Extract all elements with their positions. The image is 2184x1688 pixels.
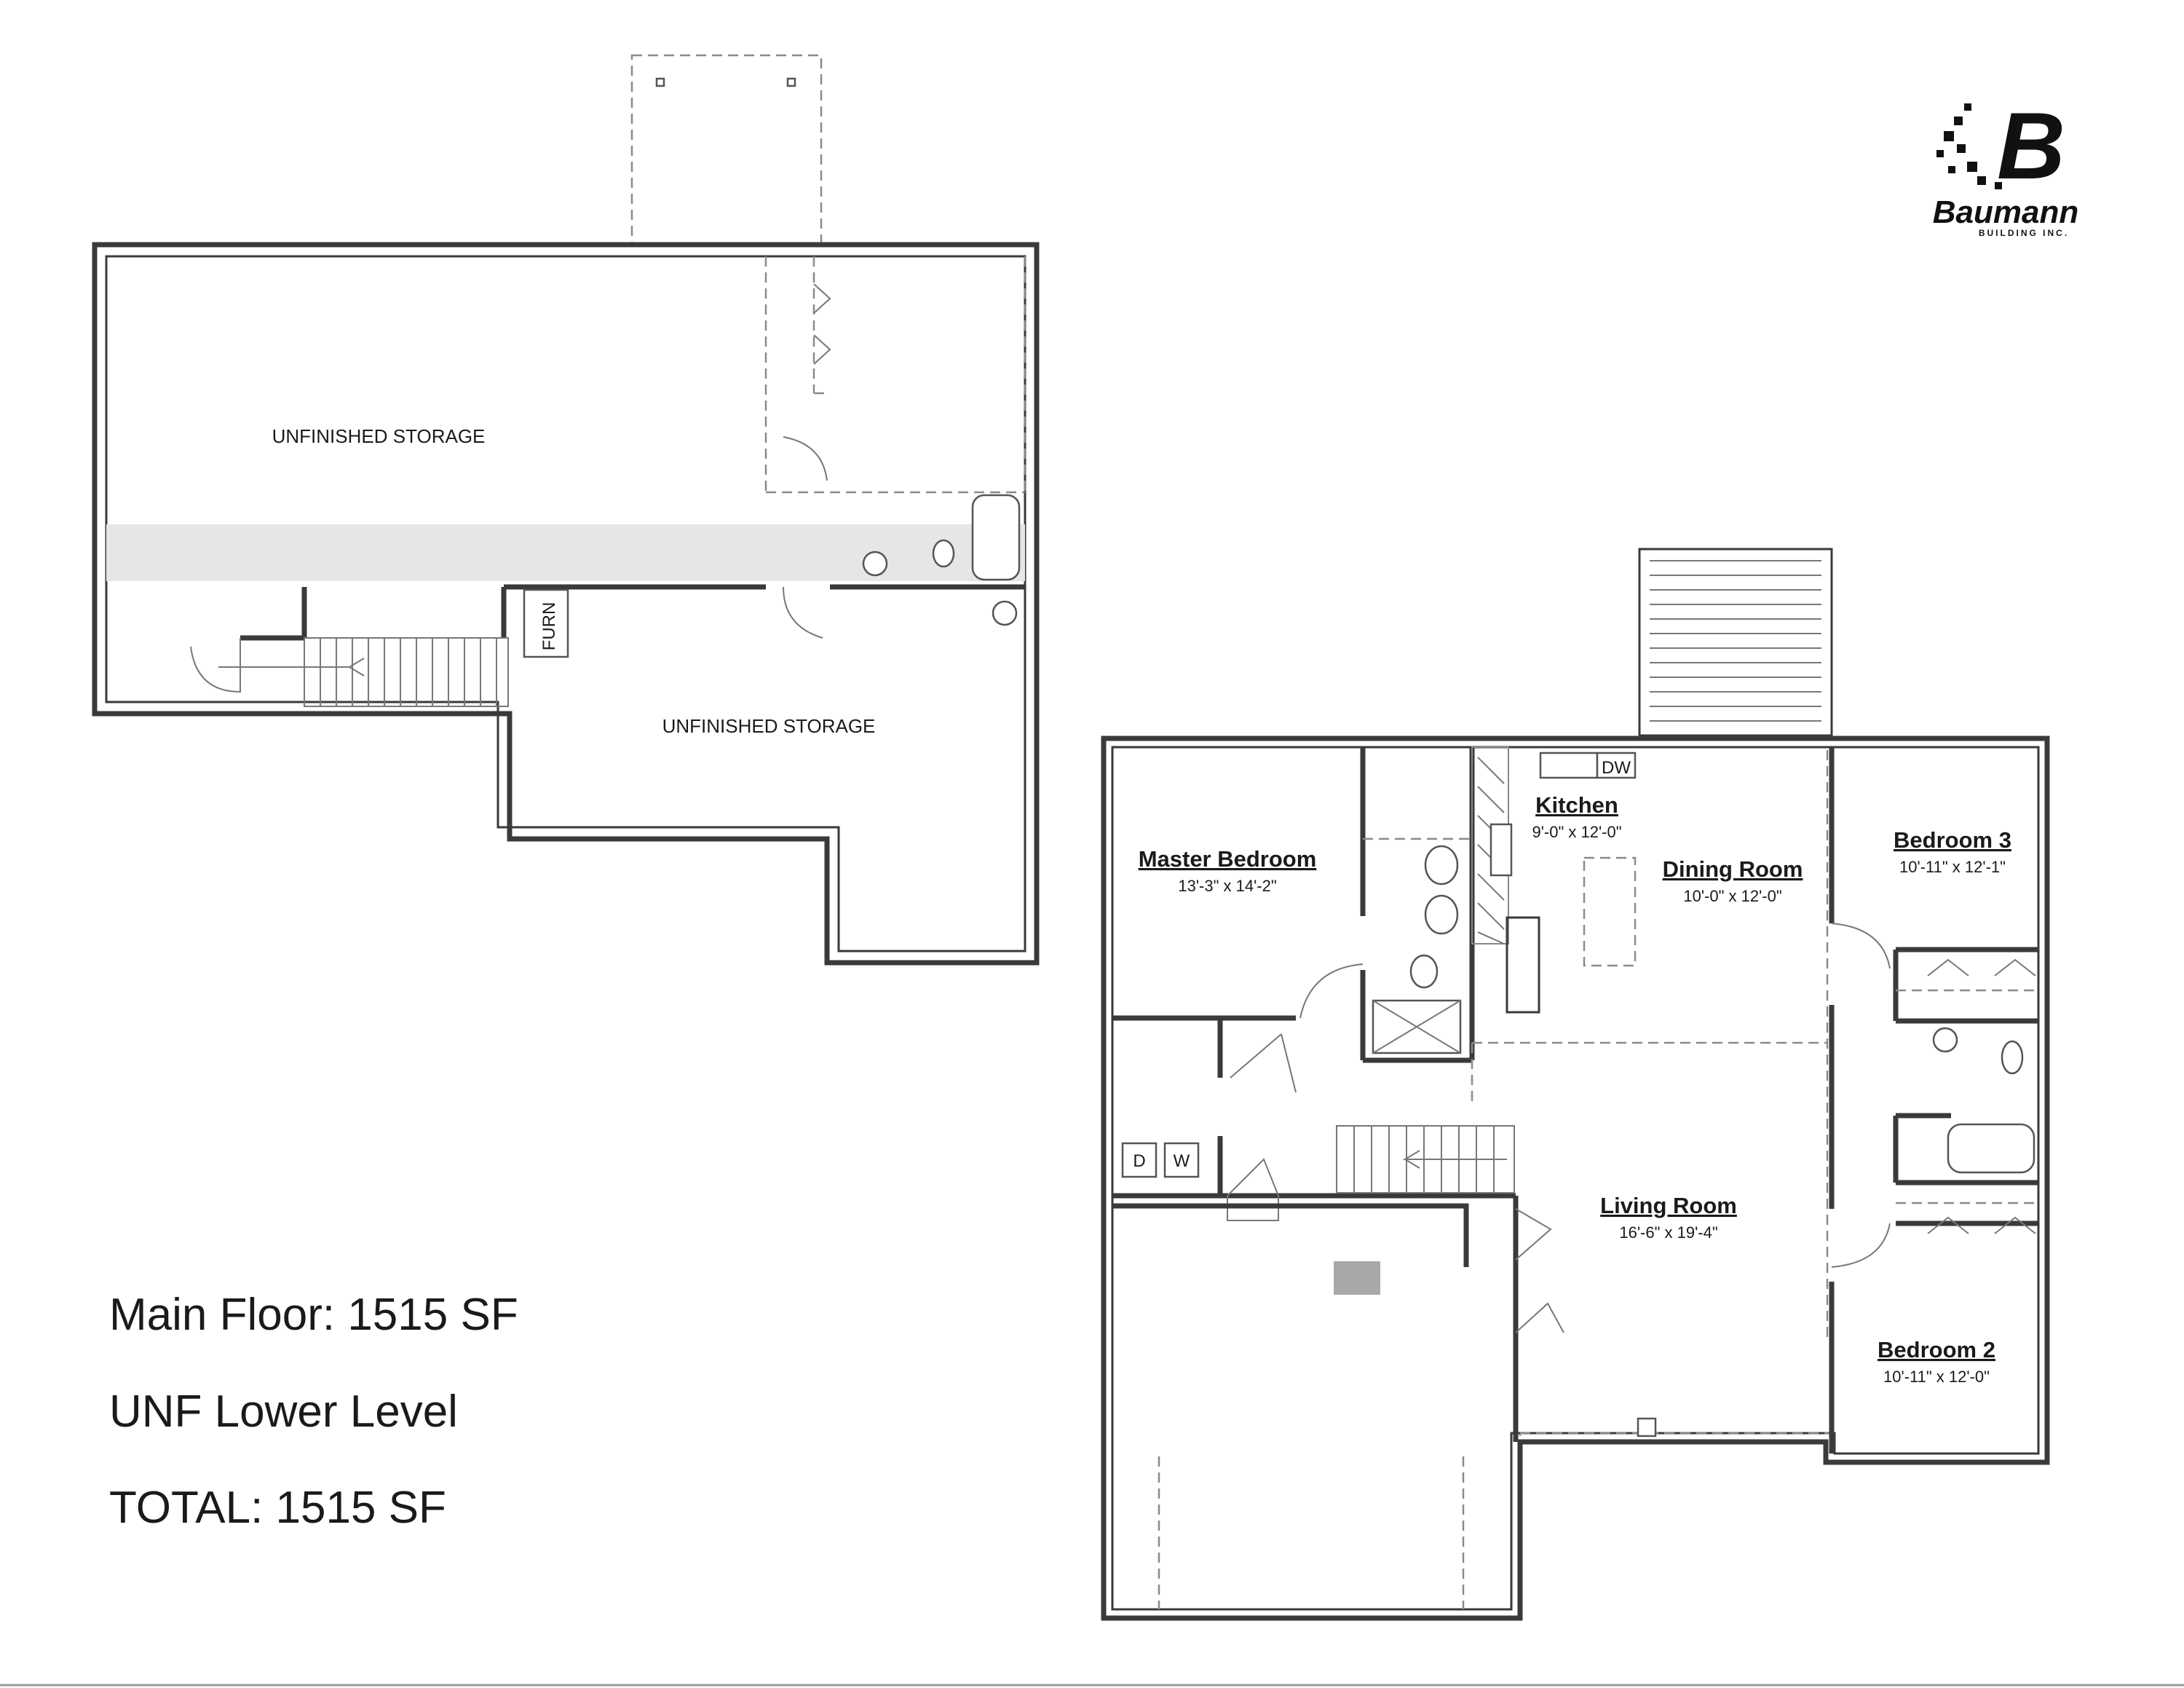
room-label-dining-room: Dining Room 10'-0" x 12'-0": [1663, 856, 1803, 905]
room-name: Bedroom 2: [1878, 1337, 1995, 1362]
master-toilet-icon: [1409, 954, 1439, 989]
dryer-icon: [1121, 1142, 1158, 1178]
future-toilet-icon: [932, 539, 955, 568]
pantry-cabinet: [1506, 916, 1540, 1014]
room-label-bedroom-2: Bedroom 2 10'-11" x 12'-0": [1878, 1337, 1995, 1386]
master-shower-drain: [1372, 1000, 1461, 1054]
front-porch-outline: [1519, 1432, 1829, 1436]
washer-label: W: [1174, 1151, 1190, 1171]
dishwasher-label: DW: [1602, 758, 1631, 778]
great-room-divider: [1471, 750, 1829, 1340]
post-marker: [655, 77, 665, 87]
water-heater-icon: [992, 600, 1018, 626]
room-name: Kitchen: [1535, 792, 1618, 818]
logo-monogram: B: [1997, 92, 2065, 199]
kitchen-island-icon: [1583, 856, 1637, 967]
room-name: Bedroom 3: [1894, 827, 2011, 853]
lower-foundation-wall: [92, 242, 1040, 966]
hall-closet-door: [1230, 1033, 1297, 1093]
washer-icon: [1163, 1142, 1200, 1178]
bedroom-door-swing: [1831, 923, 2036, 1268]
future-room-outline: [764, 256, 1026, 494]
logo-wordmark: Baumann: [1933, 194, 2078, 230]
room-name: Living Room: [1600, 1193, 1737, 1218]
garage-walls: [1112, 1196, 1519, 1442]
lower-interior-wall: [240, 584, 1025, 641]
rear-deck: [1638, 548, 1833, 737]
logo-pixel-mark: [1936, 103, 2002, 189]
kitchen-area: DW: [1471, 746, 1637, 1014]
master-sink-icon: [1424, 845, 1459, 886]
room-dimensions: 10'-11" x 12'-0": [1883, 1368, 1990, 1386]
hall-bath-toilet-icon: [2001, 1040, 2024, 1075]
post-marker: [786, 77, 796, 87]
lower-room-label-storage-south: UNFINISHED STORAGE: [662, 715, 876, 737]
room-dimensions: 10'-11" x 12'-1": [1899, 858, 2006, 876]
future-door-swing: [783, 436, 828, 639]
porch-post-icon: [1637, 1417, 1657, 1437]
room-dimensions: 9'-0" x 12'-0": [1532, 823, 1621, 841]
future-sink-icon: [862, 551, 888, 577]
master-sink-icon: [1424, 894, 1459, 935]
lower-stair: [218, 637, 509, 707]
room-dimensions: 10'-0" x 12'-0": [1683, 887, 1781, 905]
room-dimensions: 16'-6" x 19'-4": [1619, 1223, 1717, 1242]
lower-room-label-storage-north: UNFINISHED STORAGE: [272, 425, 486, 447]
summary-main-floor: Main Floor: 1515 SF: [109, 1290, 518, 1340]
room-label-bedroom-3: Bedroom 3 10'-11" x 12'-1": [1894, 827, 2011, 876]
garage-floor-drain: [1334, 1261, 1380, 1295]
dishwasher-icon: [1596, 752, 1637, 779]
dryer-label: D: [1133, 1151, 1145, 1171]
room-label-kitchen: Kitchen 9'-0" x 12'-0": [1532, 792, 1621, 841]
summary-total: TOTAL: 1515 SF: [109, 1483, 446, 1533]
closet-door-swing: [813, 283, 831, 365]
room-label-living-room: Living Room 16'-6" x 19'-4": [1600, 1193, 1737, 1242]
room-dimensions: 13'-3" x 14'-2": [1178, 877, 1276, 895]
support-beam-band: [106, 524, 1025, 581]
main-floor-plan: DW D W: [1101, 548, 2050, 1621]
hall-bath-sink-icon: [1932, 1027, 1958, 1053]
range-icon: [1489, 823, 1513, 877]
hall-bath-tub-icon: [1947, 1123, 2035, 1174]
room-name: Master Bedroom: [1139, 846, 1317, 872]
summary-lower-level: UNF Lower Level: [109, 1387, 458, 1437]
lower-entry-door: [190, 638, 241, 693]
bedroom-closet-outline: [1896, 989, 2038, 1204]
garage-door-outline: [1158, 1456, 1465, 1609]
future-tub-icon: [971, 494, 1021, 581]
kitchen-sink-icon: [1539, 752, 1599, 779]
furnace-label: FURN: [539, 602, 559, 651]
garage-entry-door: [1515, 1208, 1564, 1333]
laundry-door-swing: [1227, 1158, 1279, 1221]
main-exterior-wall-inner: [1111, 746, 2040, 1611]
room-name: Dining Room: [1663, 856, 1803, 882]
main-exterior-wall: [1101, 735, 2050, 1621]
baumann-logo: B Baumann BUILDING INC.: [1933, 92, 2078, 238]
bedroom-wing-walls: [1829, 747, 2038, 1454]
logo-tagline: BUILDING INC.: [1979, 228, 2069, 238]
room-label-master-bedroom: Master Bedroom 13'-3" x 14'-2": [1139, 846, 1317, 895]
master-door-swing: [1299, 963, 1364, 1019]
lower-level-plan: FURN UNFINISHED STORAGE UNFINISHED STORA…: [92, 54, 1040, 966]
furnace-icon: [523, 588, 569, 658]
laundry-walls: [1112, 1136, 1516, 1199]
main-stair: [1336, 1125, 1515, 1194]
